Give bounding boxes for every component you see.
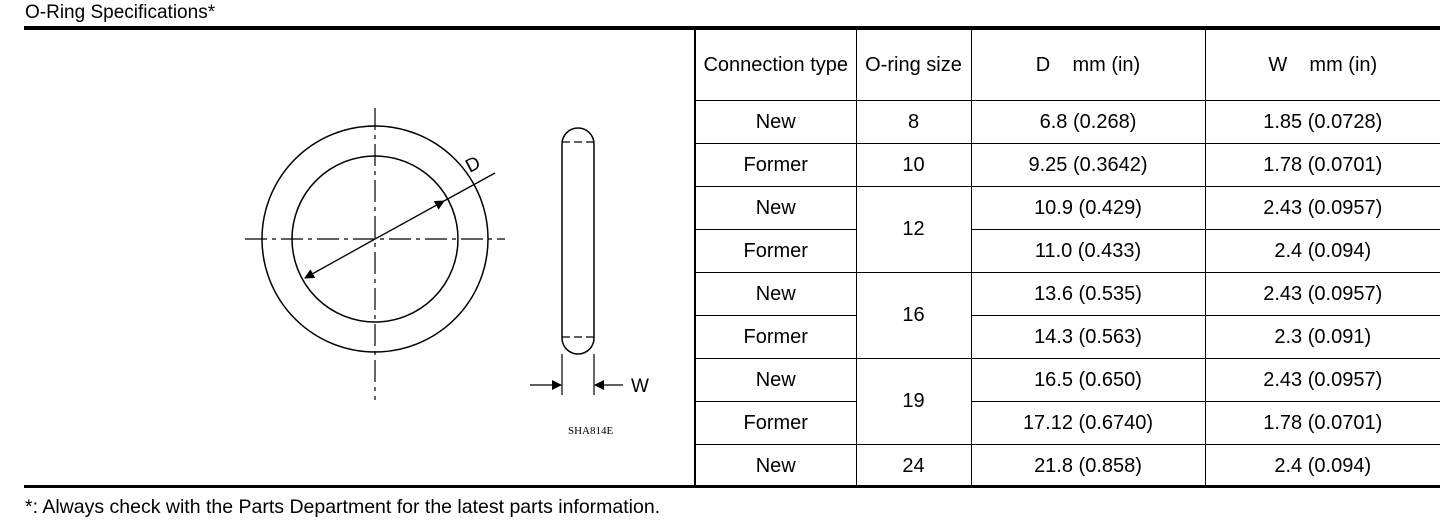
cell-d: 9.25 (0.3642) — [970, 143, 1206, 187]
header-connection-type: Connection type — [694, 28, 857, 101]
cell-size: 10 — [855, 143, 972, 187]
oring-spec-table: Connection type O-ring size D mm (in) W … — [694, 28, 1440, 488]
bottom-rule — [24, 485, 1440, 488]
cell-w: 2.4 (0.094) — [1204, 229, 1440, 273]
cell-type: New — [694, 186, 857, 230]
cell-type: Former — [694, 229, 857, 273]
cell-d: 13.6 (0.535) — [970, 272, 1206, 316]
figure-code: SHA814E — [568, 425, 614, 437]
cell-type: New — [694, 358, 857, 402]
cell-w: 2.43 (0.0957) — [1204, 272, 1440, 316]
table-row: New 24 21.8 (0.858) 2.4 (0.094) — [694, 444, 1440, 488]
cell-w: 1.78 (0.0701) — [1204, 143, 1440, 187]
cell-size: 8 — [855, 100, 972, 144]
cell-d: 10.9 (0.429) — [970, 186, 1206, 230]
cell-type: New — [694, 272, 857, 316]
table-row: New 19 16.5 (0.650) 2.43 (0.0957) — [694, 358, 1440, 445]
cell-d: 11.0 (0.433) — [970, 229, 1206, 273]
cell-w: 1.78 (0.0701) — [1204, 401, 1440, 445]
table-row: Former 17.12 (0.6740) 1.78 (0.0701) — [694, 401, 1440, 445]
cell-d: 6.8 (0.268) — [970, 100, 1206, 144]
oring-side-view: W — [530, 127, 649, 397]
table-row: New 12 10.9 (0.429) 2.43 (0.0957) — [694, 186, 1440, 273]
cell-size: 16 — [855, 272, 972, 359]
cell-d: 17.12 (0.6740) — [970, 401, 1206, 445]
cell-d: 14.3 (0.563) — [970, 315, 1206, 359]
table-row: New 16 13.6 (0.535) 2.43 (0.0957) — [694, 272, 1440, 359]
cell-type: New — [694, 100, 857, 144]
table-header-row: Connection type O-ring size D mm (in) W … — [694, 28, 1440, 101]
cell-type: Former — [694, 315, 857, 359]
cell-w: 2.4 (0.094) — [1204, 444, 1440, 488]
cell-w: 1.85 (0.0728) — [1204, 100, 1440, 144]
cell-w: 2.3 (0.091) — [1204, 315, 1440, 359]
cell-w: 2.43 (0.0957) — [1204, 358, 1440, 402]
cell-w: 2.43 (0.0957) — [1204, 186, 1440, 230]
cell-d: 16.5 (0.650) — [970, 358, 1206, 402]
cell-type: Former — [694, 143, 857, 187]
cell-size: 19 — [855, 358, 972, 445]
cell-size: 12 — [855, 186, 972, 273]
width-label: W — [631, 376, 649, 397]
cell-d: 21.8 (0.858) — [970, 444, 1206, 488]
header-oring-size: O-ring size — [855, 28, 972, 101]
table-row: Former 14.3 (0.563) 2.3 (0.091) — [694, 315, 1440, 359]
header-d: D mm (in) — [970, 28, 1206, 101]
diameter-label: D — [462, 152, 484, 177]
oring-diagram: D W SHA814E — [245, 108, 649, 437]
table-row: Former 10 9.25 (0.3642) 1.78 (0.0701) — [694, 143, 1440, 187]
table-row: Former 11.0 (0.433) 2.4 (0.094) — [694, 229, 1440, 273]
table-row: New 8 6.8 (0.268) 1.85 (0.0728) — [694, 100, 1440, 144]
cell-size: 24 — [855, 444, 972, 488]
oring-front-view: D — [245, 108, 505, 400]
page-title: O-Ring Specifications* — [25, 2, 216, 23]
footnote: *: Always check with the Parts Departmen… — [25, 496, 661, 518]
header-w: W mm (in) — [1204, 28, 1440, 101]
cell-type: Former — [694, 401, 857, 445]
cell-type: New — [694, 444, 857, 488]
